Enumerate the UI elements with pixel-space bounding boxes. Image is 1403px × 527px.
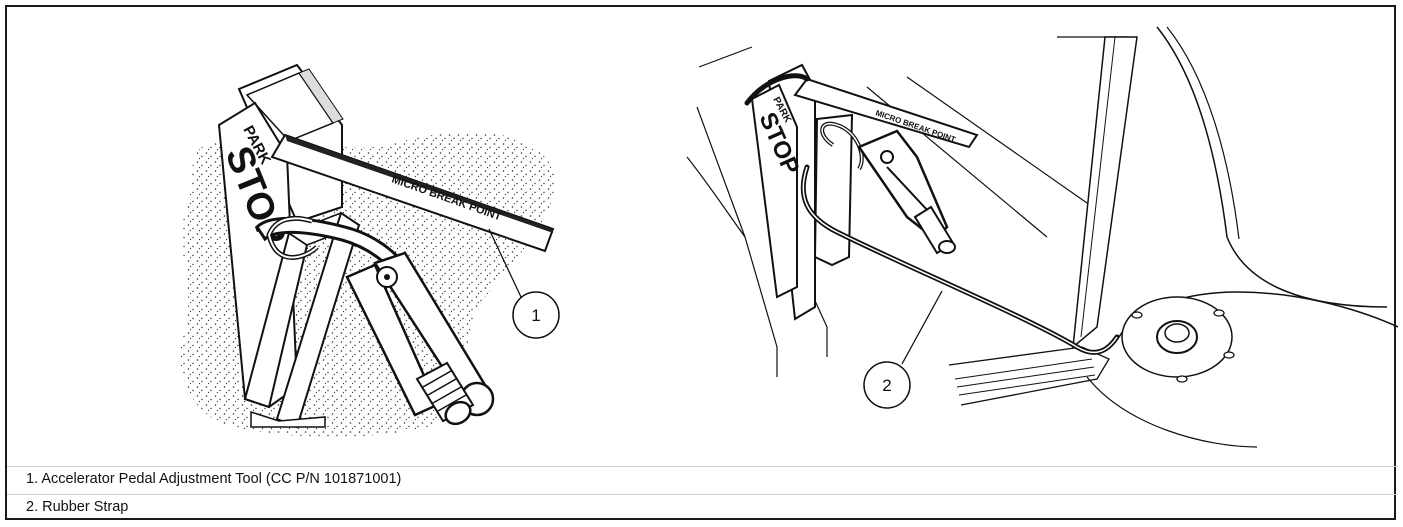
callout-2-leader	[901, 290, 943, 365]
body-pillar	[1072, 36, 1138, 349]
legend-divider-top	[7, 466, 1398, 467]
legend-item-2: 2. Rubber Strap	[26, 499, 129, 515]
fender	[1156, 26, 1388, 308]
step-plate	[948, 346, 1110, 406]
wheel-hub	[1086, 291, 1398, 448]
callout-1-number: 1	[531, 306, 540, 325]
legend-item-1: 1. Accelerator Pedal Adjustment Tool (CC…	[26, 471, 402, 487]
callout-2-number: 2	[882, 376, 891, 395]
pliers-screw	[415, 361, 475, 426]
figure-frame: PARK STOP MICRO BREAK POINT	[5, 5, 1398, 520]
right-tool-bar	[793, 77, 979, 149]
callout-1-leader	[488, 228, 522, 298]
legend-divider-middle	[7, 494, 1398, 495]
callout-2-circle	[863, 361, 911, 409]
figure-illustrations: PARK STOP MICRO BREAK POINT	[180, 26, 1398, 448]
left-illustration: PARK STOP MICRO BREAK POINT	[180, 63, 560, 437]
right-illustration: PARK STOP MICRO BREAK POINT 2	[686, 26, 1398, 448]
callout-1-circle	[512, 291, 560, 339]
right-stop-panel	[750, 83, 798, 299]
